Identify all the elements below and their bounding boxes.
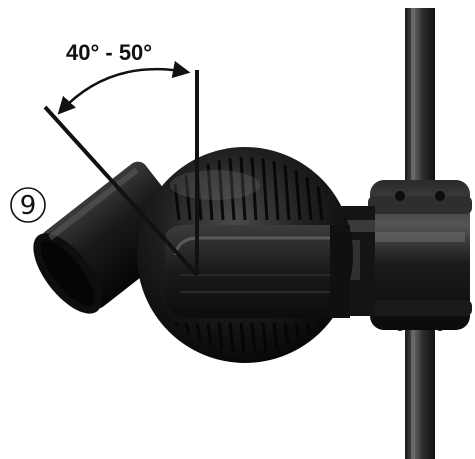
step-number-badge: 9	[10, 187, 46, 223]
pump-bracket	[165, 225, 350, 318]
curved-double-arrow-icon	[57, 60, 191, 115]
angle-guide-lines	[43, 70, 199, 277]
angle-label: 40° - 50°	[66, 40, 152, 65]
tilted-reference-line	[43, 105, 199, 277]
magnet-mount	[368, 180, 472, 331]
step-number: 9	[20, 191, 37, 221]
